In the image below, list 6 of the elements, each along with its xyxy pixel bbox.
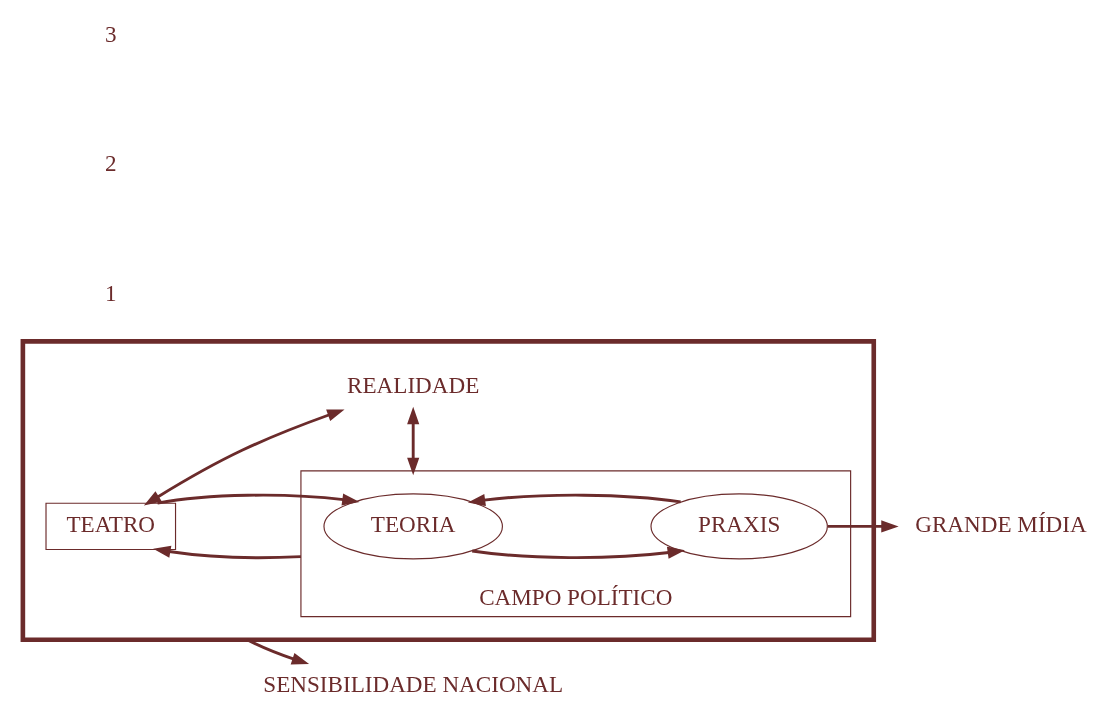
label: 1 — [104, 279, 117, 306]
node-text: REALIDADE — [346, 372, 479, 399]
node-text: SENSIBILIDADE NACIONAL — [262, 670, 563, 697]
node-text: GRANDE MÍDIA — [914, 511, 1087, 538]
label: 2 — [104, 150, 117, 177]
label: 3 — [104, 20, 117, 47]
